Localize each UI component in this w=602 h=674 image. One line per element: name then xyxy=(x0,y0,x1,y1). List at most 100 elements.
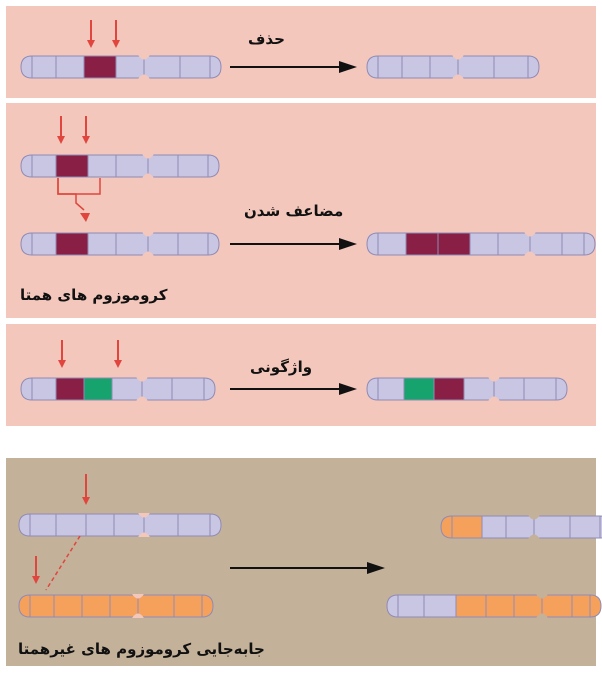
centromere xyxy=(136,396,148,401)
chromosome-segment xyxy=(55,55,85,79)
chromosome-segment xyxy=(403,377,435,401)
centromere xyxy=(488,377,500,382)
chromosome-segment xyxy=(29,513,57,537)
chromosome-segment xyxy=(569,515,601,539)
chromosome-segment xyxy=(31,55,57,79)
chromosome-deleted xyxy=(366,55,540,79)
chromosome-segment xyxy=(31,154,57,178)
chromosome-segment xyxy=(429,55,459,79)
mutation-arrow-icon-head xyxy=(87,40,95,48)
chromosome-segment xyxy=(513,594,543,618)
centromere xyxy=(132,594,144,599)
chromosome-end xyxy=(207,154,220,178)
chromosome-recipient xyxy=(20,232,220,256)
chromosome-segment xyxy=(541,594,573,618)
chromosome-end xyxy=(527,55,540,79)
break-arrow-icon-head xyxy=(82,497,90,505)
translocation-label: جابه‌جایی کروموزوم های غیرهمتا xyxy=(18,640,265,658)
duplication-panel xyxy=(6,103,596,318)
chromosome-segment xyxy=(463,377,495,401)
centromere xyxy=(452,74,464,79)
chromosome-end xyxy=(20,377,33,401)
duplication-label: مضاعف شدن xyxy=(244,202,344,220)
chromosome-segment xyxy=(377,232,407,256)
chromosome-end xyxy=(589,594,602,618)
centromere xyxy=(138,74,150,79)
chromosome-segment xyxy=(457,55,495,79)
centromere xyxy=(138,55,150,60)
chromosome-segment xyxy=(29,594,55,618)
chromosome-segment xyxy=(81,594,111,618)
centromere xyxy=(524,232,536,237)
chromosome-segment xyxy=(83,377,113,401)
chromosome-segment xyxy=(561,232,585,256)
chromosome-segment xyxy=(179,55,211,79)
inversion-label: واژگونی xyxy=(250,358,313,376)
chromosome-segment xyxy=(177,154,209,178)
chromosome-segment xyxy=(143,513,179,537)
mutation-arrow-icon-head xyxy=(82,136,90,144)
translocation-panel xyxy=(6,458,596,666)
chromosome-segment xyxy=(143,55,181,79)
exchange-line-icon xyxy=(45,535,81,591)
result-arrow-icon-head xyxy=(339,61,357,73)
chromosome-donor xyxy=(20,154,220,178)
chromosome-segment xyxy=(113,513,145,537)
result-arrow-icon-head xyxy=(367,562,385,574)
chromosome-segment xyxy=(451,515,483,539)
centromere xyxy=(528,534,540,539)
chromosome-original xyxy=(20,377,216,401)
chromosome-segment xyxy=(405,232,439,256)
chromosome-end xyxy=(366,55,379,79)
chromosome-segment xyxy=(455,594,487,618)
mutation-arrow-icon-head xyxy=(114,360,122,368)
chromosome-end xyxy=(20,154,33,178)
chromosome-segment xyxy=(115,55,145,79)
centromere xyxy=(132,613,144,618)
chromosome-end xyxy=(440,515,453,539)
chromosome-segment xyxy=(469,232,499,256)
transfer-bracket-icon xyxy=(57,178,101,195)
transfer-arrowhead-icon xyxy=(80,213,90,222)
mutation-arrow-icon-head xyxy=(57,136,65,144)
chromosome-end xyxy=(201,594,214,618)
chromosome-inverted xyxy=(366,377,568,401)
result-arrow-icon-head xyxy=(339,238,357,250)
chromosome-segment xyxy=(377,377,405,401)
chromosome-segment xyxy=(53,594,83,618)
mutation-arrow-icon-head xyxy=(112,40,120,48)
chromosome-segment xyxy=(173,594,203,618)
centromere xyxy=(524,251,536,256)
chromosome-end xyxy=(18,513,31,537)
chromosome-segment xyxy=(83,55,117,79)
deletion-label: حذف xyxy=(248,30,285,48)
chromosome-end xyxy=(20,232,33,256)
deletion-panel xyxy=(6,6,596,98)
centromere xyxy=(142,251,154,256)
chromosome-duplicated xyxy=(366,232,596,256)
chromosome-segment xyxy=(111,377,143,401)
chromosome-end xyxy=(203,377,216,401)
chromosome-end xyxy=(386,594,399,618)
chromosome-segment xyxy=(481,515,507,539)
chromosome-nonhomologous-b xyxy=(18,594,214,618)
chromosome-end xyxy=(209,55,222,79)
chromosome-segment xyxy=(505,515,535,539)
centromere xyxy=(142,154,154,159)
chromosome-segment xyxy=(85,513,115,537)
chromosome-segment xyxy=(31,232,57,256)
chromosome-segment xyxy=(177,513,211,537)
chromosome-segment xyxy=(109,594,139,618)
chromosome-segment xyxy=(433,377,465,401)
chromosome-end xyxy=(20,55,33,79)
chromosome-translocated-b xyxy=(386,594,602,618)
chromosome-segment xyxy=(137,594,175,618)
centromere xyxy=(536,594,548,599)
chromosome-end xyxy=(366,232,379,256)
chromosome-original xyxy=(20,55,222,79)
chromosome-segment xyxy=(115,154,149,178)
chromosome-segment xyxy=(437,232,471,256)
chromosome-segment xyxy=(55,513,87,537)
chromosome-segment xyxy=(177,232,209,256)
